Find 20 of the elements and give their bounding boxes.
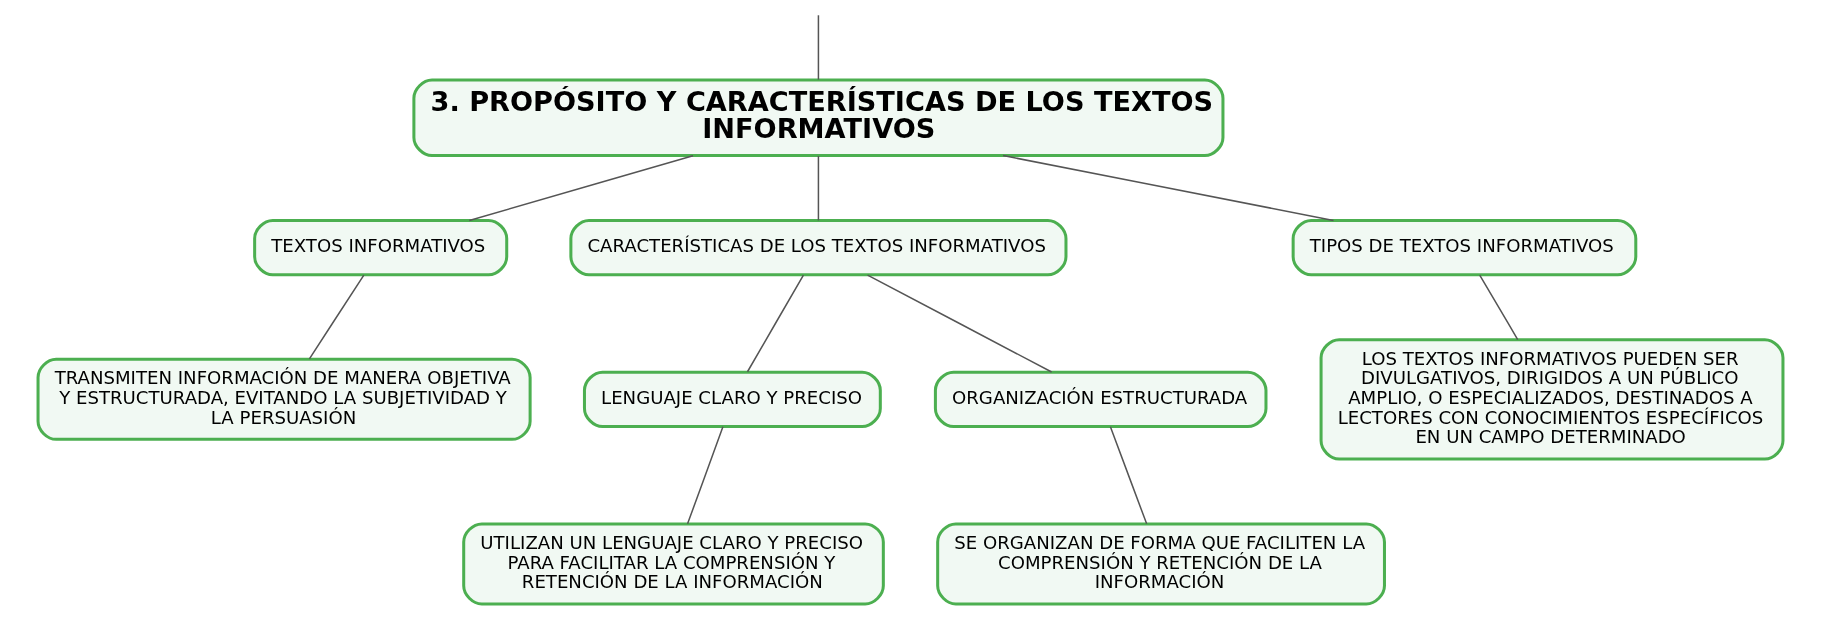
node-box: TIPOS DE TEXTOS INFORMATIVOS [1291, 219, 1638, 277]
node-box: UTILIZAN UN LENGUAJE CLARO Y PRECISO PARA FACILITAR LA COMPRENSIÓN Y RETENCIÓN DE LA INFORMACIÓN [462, 522, 885, 606]
node-box: ORGANIZACIÓN ESTRUCTURADA [933, 370, 1268, 429]
connector [1478, 274, 1519, 341]
node-box: TRANSMITEN INFORMACIÓN DE MANERA OBJETIVA Y ESTRUCTURADA, EVITANDO LA SUBJETIVIDAD Y LA PERSUASIÓN [36, 357, 532, 441]
connector [866, 274, 1053, 373]
connector [1002, 154, 1335, 222]
connector [817, 14, 820, 81]
connector [1109, 426, 1148, 525]
node-box: CARACTERÍSTICAS DE LOS TEXTOS INFORMATIVOS [569, 219, 1068, 277]
node-box: LOS TEXTOS INFORMATIVOS PUEDEN SER DIVULGATIVOS, DIRIGIDOS A UN PÚBLICO AMPLIO, O ESPECIALIZADOS, DESTINADOS A LECTORES CON CONOCIMIENTOS ESPECÍFICOS EN UN CAMPO DETERMINADO [1319, 338, 1785, 461]
connector [686, 426, 724, 525]
node-box: LENGUAJE CLARO Y PRECISO [582, 370, 882, 429]
connector [468, 154, 694, 222]
connector [746, 274, 805, 373]
connector [817, 155, 820, 222]
node-box: SE ORGANIZAN DE FORMA QUE FACILITEN LA COMPRENSIÓN Y RETENCIÓN DE LA INFORMACIÓN [936, 522, 1386, 606]
connector [308, 274, 365, 360]
node-box: TEXTOS INFORMATIVOS [253, 219, 509, 277]
node-box: 3. PROPÓSITO Y CARACTERÍSTICAS DE LOS TEXTOS INFORMATIVOS [412, 78, 1225, 158]
